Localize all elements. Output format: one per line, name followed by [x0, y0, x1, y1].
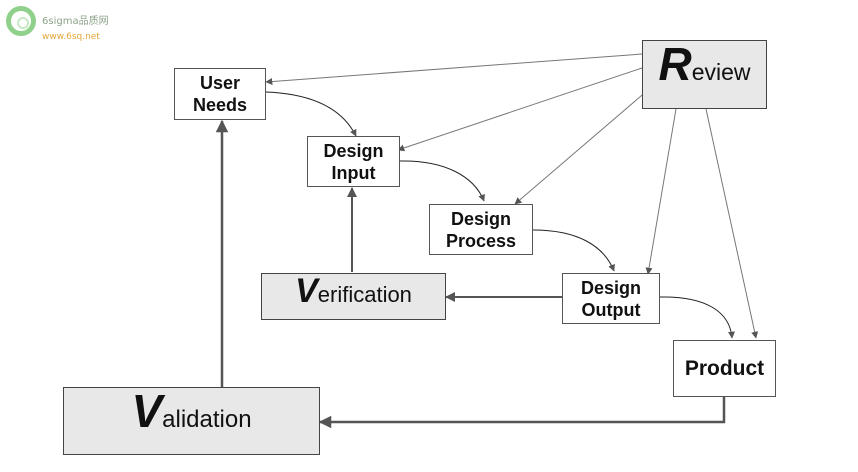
design-process-line1: Design: [450, 208, 511, 229]
review-to-design-process-arrow: [514, 89, 649, 205]
review-to-design-output-arrow: [645, 108, 677, 275]
review-initial: R: [658, 38, 692, 90]
verification-box: V erification: [261, 273, 446, 320]
user-needs-line2: Needs: [192, 95, 248, 115]
design-process-to-design-output-arrow: [532, 229, 615, 272]
design-input-line2: Input: [331, 162, 376, 183]
review-to-user-needs-arrow: [265, 53, 643, 86]
design-output-to-product-arrow: [659, 296, 736, 339]
user-needs-to-design-input-arrow: [265, 91, 357, 137]
design-process-box: Design Process: [429, 204, 533, 255]
review-to-product-arrow: [705, 108, 759, 339]
design-output-line1: Design: [580, 277, 641, 298]
verification-rest: erification: [317, 282, 412, 307]
product-box: Product: [673, 340, 776, 397]
review-rest: eview: [691, 59, 751, 85]
design-input-line1: Design: [323, 140, 384, 161]
product-to-validation-arrow: [318, 396, 726, 429]
validation-rest: alidation: [162, 406, 252, 433]
user-needs-box: User Needs: [174, 68, 266, 120]
verification-initial: V: [295, 272, 318, 310]
review-to-design-input-arrow: [397, 67, 643, 152]
user-needs-line1: User: [199, 73, 241, 93]
design-input-to-design-process-arrow: [399, 160, 485, 202]
watermark-url: www.6sq.net: [42, 32, 100, 42]
watermark-logo: 6sigma品质网 www.6sq.net: [6, 6, 116, 46]
logo-ring-icon: [6, 6, 36, 36]
design-input-box: Design Input: [307, 136, 400, 187]
watermark-name: 6sigma品质网: [42, 16, 109, 27]
review-box: R eview: [642, 40, 767, 109]
product-label: Product: [684, 356, 765, 380]
design-output-box: Design Output: [562, 273, 660, 324]
validation-initial: V: [131, 385, 163, 437]
design-output-line2: Output: [581, 299, 641, 320]
design-process-line2: Process: [445, 230, 517, 251]
validation-box: V alidation: [63, 387, 320, 455]
